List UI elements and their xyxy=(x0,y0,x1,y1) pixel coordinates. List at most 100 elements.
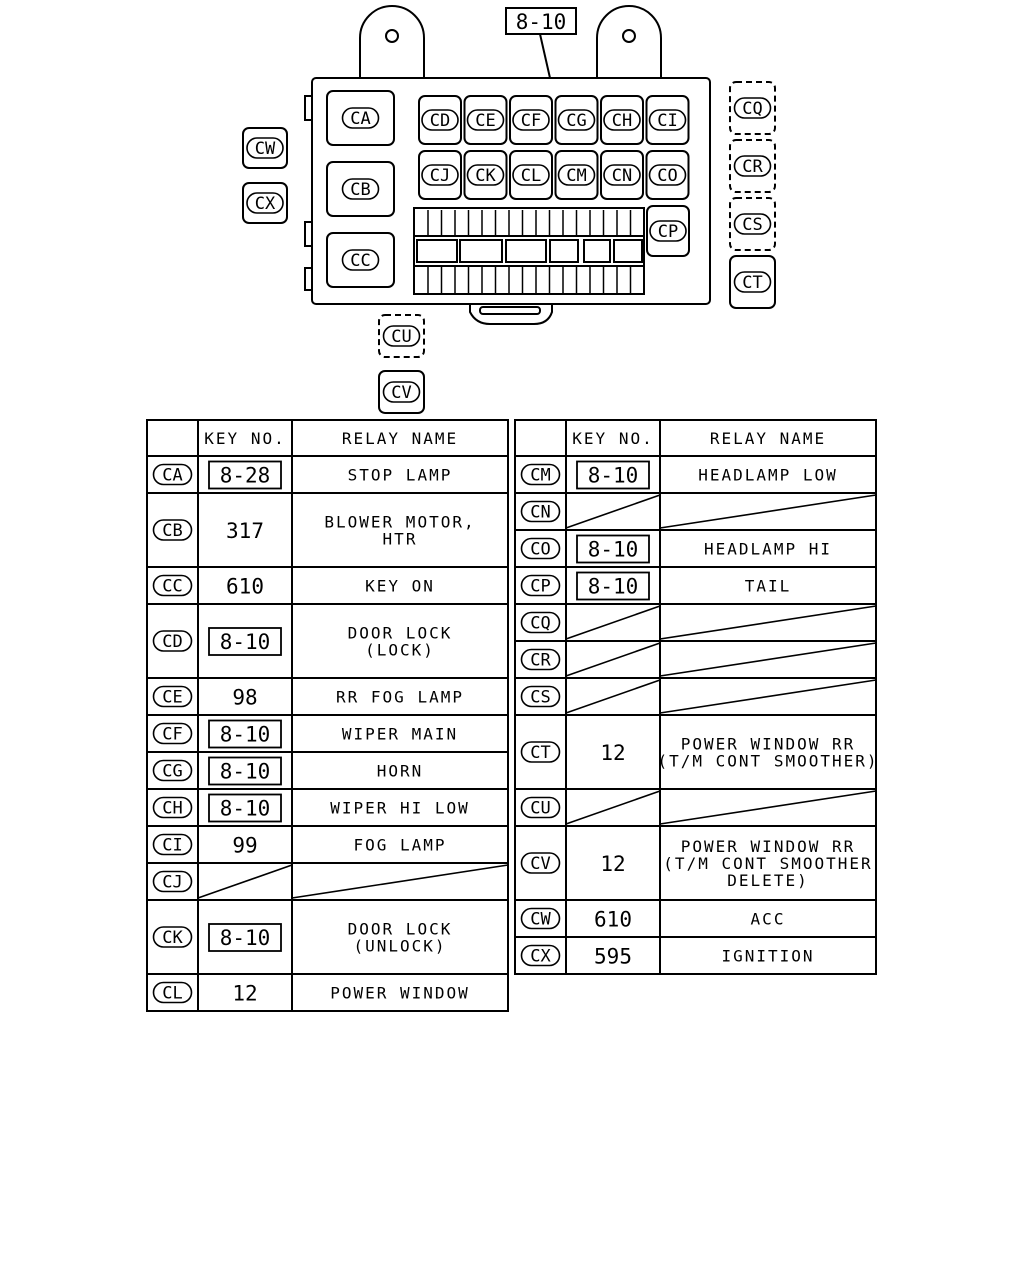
relay-code-text: CL xyxy=(162,984,182,1004)
key-no-text: 12 xyxy=(232,982,257,1006)
relay-slot-ci[interactable]: CI xyxy=(645,95,690,145)
relay-label-cw: CW xyxy=(246,137,284,159)
relay-name-text: BLOWER MOTOR, xyxy=(324,513,475,532)
relay-label-cs: CS xyxy=(520,685,561,708)
relay-slot-ch[interactable]: CH xyxy=(600,95,644,145)
relay-code-text: CB xyxy=(350,180,370,200)
relay-code-text: CP xyxy=(530,577,550,597)
relay-label-cb: CB xyxy=(341,178,380,200)
empty-slash xyxy=(659,790,877,825)
relay-slot-cc[interactable]: CC xyxy=(326,232,395,288)
relay-code-text: CC xyxy=(350,251,370,271)
empty-slash xyxy=(565,494,661,529)
relay-slot-cr[interactable]: CR xyxy=(729,139,776,193)
relay-slot-ck[interactable]: CK xyxy=(463,150,508,200)
relay-name-text: DOOR LOCK xyxy=(348,920,453,939)
empty-slash xyxy=(565,679,661,714)
key-no-text: 8-10 xyxy=(588,538,639,562)
relay-slot-ce[interactable]: CE xyxy=(463,95,508,145)
relay-label-ct: CT xyxy=(733,271,772,293)
relay-slot-ct[interactable]: CT xyxy=(729,255,776,309)
header-key-no: KEY NO. xyxy=(204,429,285,448)
key-box xyxy=(576,534,650,564)
top-key-box xyxy=(505,7,577,35)
key-no-text: 12 xyxy=(600,741,625,765)
relay-slot-cn[interactable]: CN xyxy=(600,150,644,200)
table-row: CN xyxy=(515,494,877,531)
relay-slot-cj[interactable]: CJ xyxy=(418,150,462,200)
key-box xyxy=(208,793,282,823)
relay-name-text: POWER WINDOW RR xyxy=(681,735,856,754)
key-no-text: 610 xyxy=(594,908,632,932)
key-no-text: 98 xyxy=(232,686,257,710)
relay-slot-cx[interactable]: CX xyxy=(242,182,288,224)
relay-code-text: CV xyxy=(391,383,411,403)
relay-slot-cp[interactable]: CP xyxy=(646,205,690,257)
relay-slot-cw[interactable]: CW xyxy=(242,127,288,169)
relay-label-ct: CT xyxy=(520,741,561,763)
relay-code-text: CF xyxy=(521,111,541,131)
relay-label-cq: CQ xyxy=(520,611,561,634)
empty-slash xyxy=(565,642,661,677)
relay-label-cf: CF xyxy=(512,109,550,131)
relay-code-text: CO xyxy=(657,166,677,186)
relay-label-co: CO xyxy=(520,537,561,560)
relay-label-cj: CJ xyxy=(152,870,193,893)
relay-name-text: TAIL xyxy=(745,577,792,596)
relay-code-text: CD xyxy=(162,632,182,652)
key-no-text: 12 xyxy=(600,852,625,876)
relay-code-text: CA xyxy=(162,466,182,486)
relay-label-ck: CK xyxy=(466,164,505,186)
relay-label-cf: CF xyxy=(152,722,193,745)
relay-code-text: CK xyxy=(162,928,183,948)
relay-label-cx: CX xyxy=(246,192,284,214)
relay-label-cg: CG xyxy=(557,109,596,131)
relay-slot-cg[interactable]: CG xyxy=(554,95,599,145)
key-box xyxy=(208,923,282,952)
relay-slot-cf[interactable]: CF xyxy=(509,95,553,145)
key-box xyxy=(208,460,282,490)
key-box xyxy=(208,627,282,656)
relay-slot-cq[interactable]: CQ xyxy=(729,81,776,135)
relay-slot-cd[interactable]: CD xyxy=(418,95,462,145)
relay-name-text: (LOCK) xyxy=(365,641,435,660)
relay-slot-cb[interactable]: CB xyxy=(326,161,395,217)
relay-label-cg: CG xyxy=(152,759,193,782)
key-no-text: 610 xyxy=(226,575,264,599)
relay-label-cl: CL xyxy=(152,981,193,1004)
relay-slot-co[interactable]: CO xyxy=(645,150,690,200)
table-row: CJ xyxy=(147,864,509,901)
relay-code-text: CK xyxy=(475,166,496,186)
relay-name-text: POWER WINDOW xyxy=(330,984,470,1003)
relay-label-cs: CS xyxy=(733,213,772,235)
key-no-text: 99 xyxy=(232,834,257,858)
relay-label-cv: CV xyxy=(520,852,561,874)
key-no-text: 8-10 xyxy=(220,723,271,747)
empty-slash xyxy=(659,679,877,714)
relay-code-text: CA xyxy=(350,109,370,129)
relay-name-text: HEADLAMP LOW xyxy=(698,466,838,485)
relay-code-text: CE xyxy=(475,111,495,131)
relay-code-text: CI xyxy=(162,836,182,856)
table-frame xyxy=(146,419,509,1012)
relay-label-cw: CW xyxy=(520,907,561,930)
relay-label-cb: CB xyxy=(152,519,193,541)
relay-label-cx: CX xyxy=(520,944,561,967)
relay-slot-cm[interactable]: CM xyxy=(554,150,599,200)
relay-code-text: CD xyxy=(430,111,450,131)
relay-slot-cv[interactable]: CV xyxy=(378,370,425,414)
relay-label-ca: CA xyxy=(152,463,193,486)
relay-slot-ca[interactable]: CA xyxy=(326,90,395,146)
relay-slot-cs[interactable]: CS xyxy=(729,197,776,251)
key-no-text: 8-10 xyxy=(220,797,271,821)
key-no-text: 8-10 xyxy=(588,575,639,599)
relay-slot-cl[interactable]: CL xyxy=(509,150,553,200)
relay-slot-cu[interactable]: CU xyxy=(378,314,425,358)
